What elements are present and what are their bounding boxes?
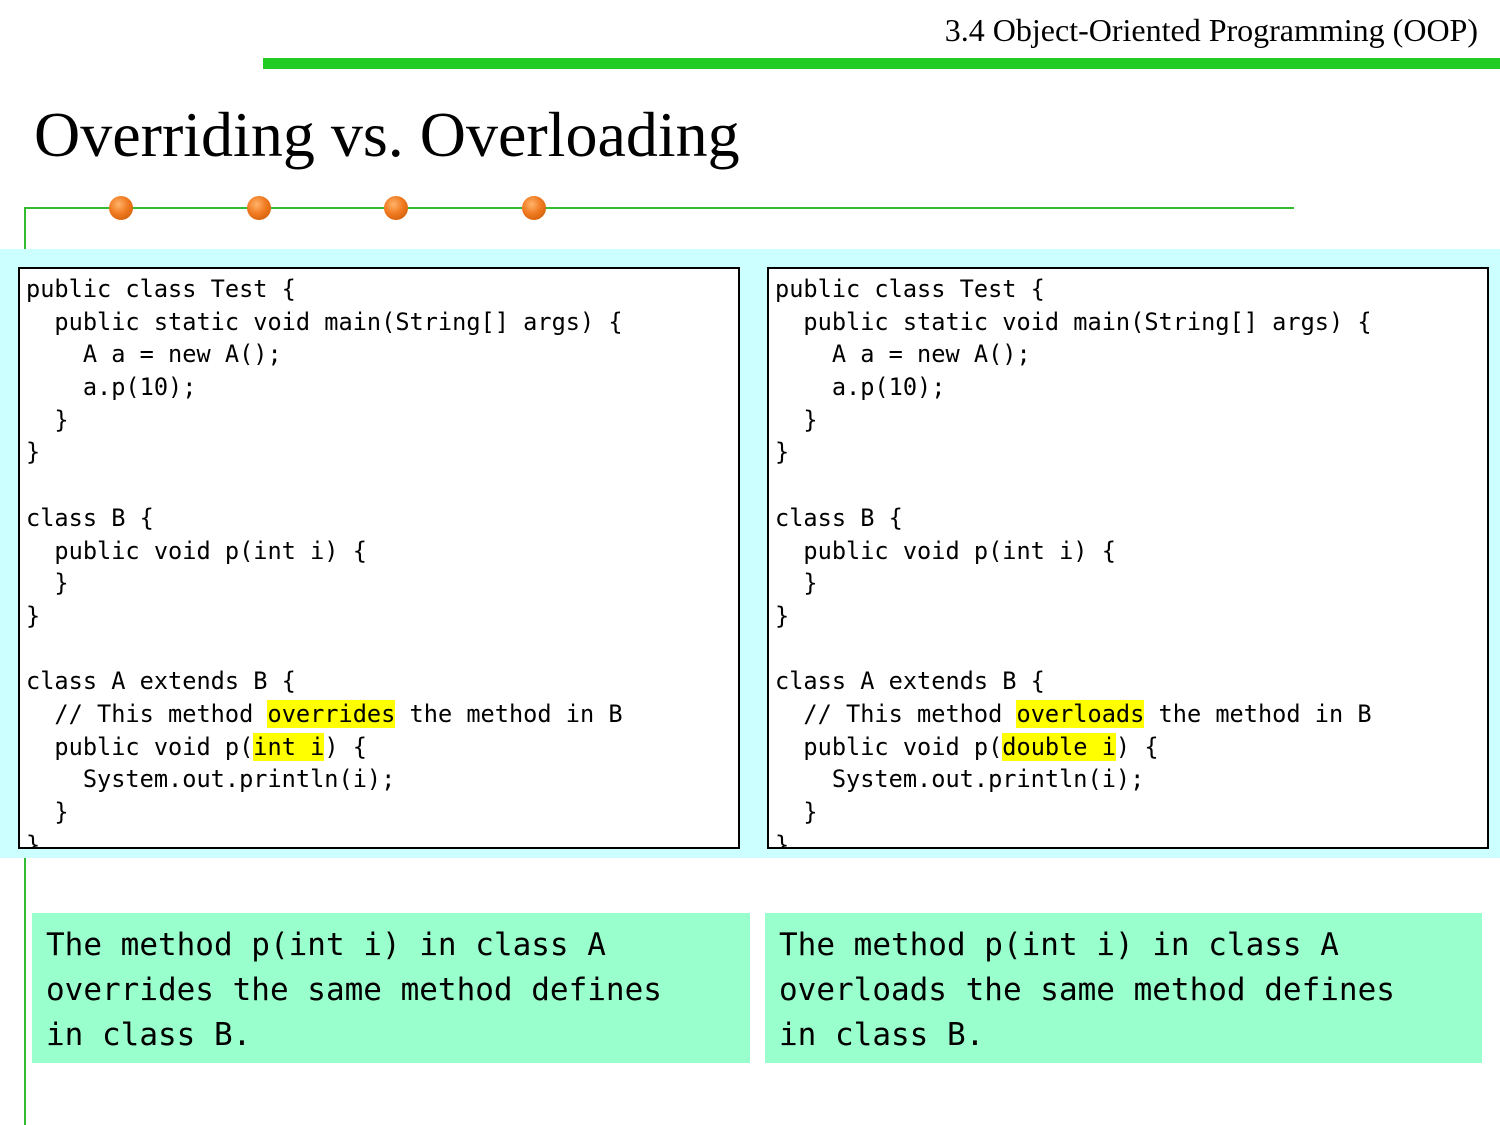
code-fragment: // This method bbox=[775, 699, 1017, 728]
code-fragment: public void p( bbox=[775, 732, 1003, 761]
code-fragment: // This method bbox=[26, 699, 268, 728]
header-accent-bar bbox=[263, 58, 1500, 69]
code-line bbox=[26, 633, 738, 666]
highlight-overloads: overloads bbox=[1016, 699, 1145, 728]
code-line: A a = new A(); bbox=[775, 340, 1031, 369]
code-listing-overloading: public class Test { public static void m… bbox=[769, 269, 1487, 849]
code-line: } bbox=[775, 798, 818, 826]
code-line: public static void main(String[] args) { bbox=[26, 307, 623, 336]
note-overloading: The method p(int i) in class A overloads… bbox=[765, 913, 1482, 1063]
code-fragment: the method in B bbox=[1144, 699, 1372, 728]
highlight-param-int: int i bbox=[253, 732, 325, 761]
decorative-vertical-rule-top bbox=[24, 207, 26, 249]
code-box-overloading: public class Test { public static void m… bbox=[767, 267, 1489, 849]
code-signature-line: public void p(int i) { bbox=[26, 731, 738, 764]
code-line: public void p(int i) { bbox=[775, 536, 1116, 565]
highlight-param-double: double i bbox=[1002, 732, 1116, 761]
code-line: } bbox=[26, 798, 69, 826]
note-overloading-text: The method p(int i) in class A overloads… bbox=[779, 927, 1395, 1053]
page-title: Overriding vs. Overloading bbox=[34, 99, 740, 170]
code-box-overriding: public class Test { public static void m… bbox=[18, 267, 740, 849]
code-line: A a = new A(); bbox=[26, 340, 282, 369]
decorative-vertical-rule-bottom bbox=[24, 858, 26, 1125]
code-line: } bbox=[26, 569, 69, 598]
code-line: } bbox=[775, 569, 818, 598]
code-line: public class Test { bbox=[26, 275, 296, 303]
code-line: } bbox=[26, 601, 41, 630]
code-fragment: ) { bbox=[1115, 732, 1159, 761]
section-title: 3.4 Object-Oriented Programming (OOP) bbox=[944, 12, 1478, 48]
code-line: public class Test { bbox=[775, 275, 1045, 303]
code-line: class A extends B { bbox=[775, 667, 1045, 696]
code-line: } bbox=[775, 405, 818, 434]
code-line: } bbox=[26, 405, 69, 434]
highlight-overrides: overrides bbox=[267, 699, 396, 728]
bullet-dot-icon bbox=[109, 196, 133, 220]
note-overriding: The method p(int i) in class A overrides… bbox=[32, 913, 750, 1063]
code-line: System.out.println(i); bbox=[26, 765, 396, 794]
bullet-dot-icon bbox=[247, 196, 271, 220]
code-line: public void p(int i) { bbox=[26, 536, 367, 565]
code-line: } bbox=[26, 830, 41, 849]
code-line: public static void main(String[] args) { bbox=[775, 307, 1372, 336]
code-signature-line: public void p(double i) { bbox=[775, 731, 1487, 764]
code-line: } bbox=[775, 601, 790, 630]
code-comment-line: // This method overloads the method in B bbox=[775, 698, 1487, 731]
code-line: a.p(10); bbox=[775, 373, 946, 402]
code-line: } bbox=[26, 438, 41, 467]
code-fragment: public void p( bbox=[26, 732, 254, 761]
code-line: } bbox=[775, 438, 790, 467]
code-line bbox=[775, 469, 1487, 502]
note-overriding-text: The method p(int i) in class A overrides… bbox=[46, 927, 662, 1053]
code-fragment: ) { bbox=[324, 732, 367, 761]
code-line: a.p(10); bbox=[26, 373, 197, 402]
bullet-dot-icon bbox=[522, 196, 546, 220]
code-line: System.out.println(i); bbox=[775, 765, 1145, 794]
code-line: class A extends B { bbox=[26, 667, 296, 696]
code-line: class B { bbox=[775, 503, 903, 532]
code-comment-line: // This method overrides the method in B bbox=[26, 698, 738, 731]
code-line bbox=[26, 469, 738, 502]
code-fragment: the method in B bbox=[395, 699, 623, 728]
code-line: class B { bbox=[26, 503, 154, 532]
decorative-rule bbox=[24, 207, 1294, 209]
bullet-dot-icon bbox=[384, 196, 408, 220]
code-listing-overriding: public class Test { public static void m… bbox=[20, 269, 738, 849]
code-line: } bbox=[775, 830, 790, 849]
code-line bbox=[775, 633, 1487, 666]
